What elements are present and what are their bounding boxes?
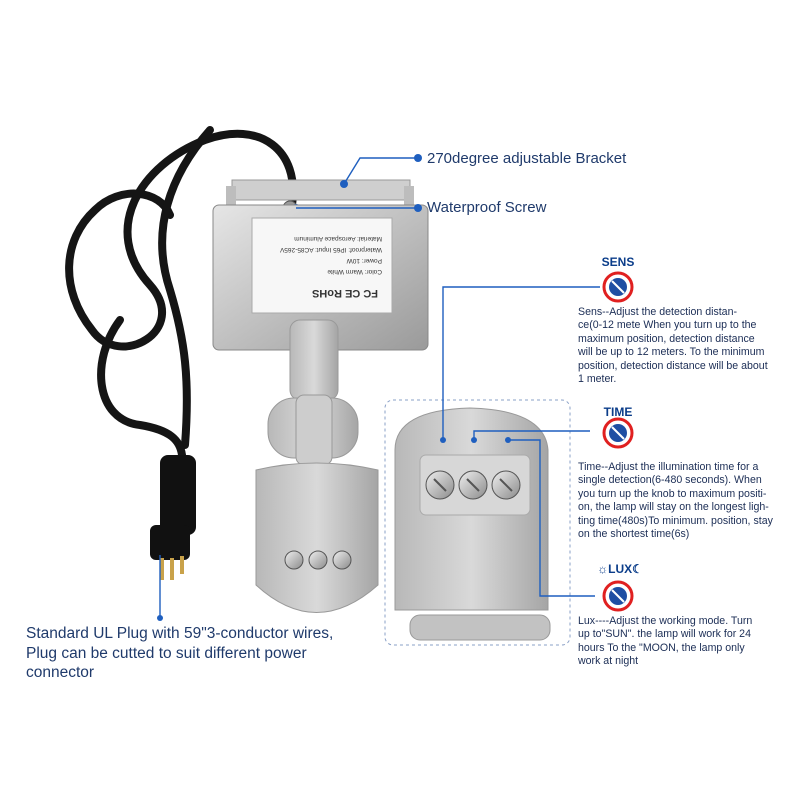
label-line-2: Power: 10W [346, 257, 382, 264]
label-marks: FC CE RoHS [312, 287, 378, 299]
plug-note: Standard UL Plug with 59"3-conductor wir… [26, 624, 333, 683]
lux-line-1: Lux----Adjust the working mode. Turn [578, 615, 753, 627]
time-knob-icon [602, 417, 634, 449]
time-line-6: on the shortest time(6s) [578, 528, 690, 541]
moon-icon: ☾ [632, 562, 643, 576]
ul-plug [150, 455, 196, 580]
time-line-5: ting time(480s)To minimum. position, sta… [578, 514, 773, 527]
small-motion-sensor [255, 462, 379, 613]
power-cable [65, 126, 298, 459]
sens-knob-icon [602, 271, 634, 303]
label-line-1: Color: Warm White [327, 268, 382, 275]
sens-line-3: maximum position, detection distance [578, 332, 755, 345]
sens-heading: SENS [601, 255, 635, 269]
plug-note-line-1: Standard UL Plug with 59"3-conductor wir… [26, 625, 334, 642]
lux-heading: ☼LUX☾ [596, 562, 644, 576]
lux-heading-text: LUX [608, 562, 633, 576]
plug-note-line-2: Plug can be cutted to suit different pow… [26, 644, 307, 662]
large-motion-sensor [394, 407, 551, 641]
sens-line-6: 1 meter. [578, 373, 617, 386]
label-line-4: Material: Aerospace Aluminum [294, 235, 382, 242]
time-heading: TIME [603, 405, 633, 419]
sens-line-5: position, detection distance will be abo… [578, 359, 768, 372]
sens-line-4: will be up to 12 meters. To the minimum [578, 346, 765, 359]
leader-dots [157, 154, 511, 621]
lux-line-2: up to"SUN". the lamp will work for 24 [578, 628, 751, 641]
swivel-arm [267, 319, 359, 466]
time-line-2: single detection(6-480 seconds). When [578, 474, 762, 487]
bracket-callout: 270degree adjustable Bracket [427, 150, 627, 167]
time-line-3: you turn up the knob to maximum positi- [578, 487, 767, 500]
time-description: Time--Adjust the illumination time for a… [578, 461, 783, 541]
label-line-3: Waterproof: IP65 Input: AC85-265V [279, 246, 382, 253]
sun-icon: ☼ [597, 562, 609, 576]
sens-line-2: ce(0-12 mete When you turn up to the [578, 319, 757, 332]
time-line-4: on, the lamp will stay on the longest li… [578, 501, 769, 514]
sens-line-1: Sens--Adjust the detection distan- [578, 306, 737, 318]
sens-description: Sens--Adjust the detection distan- ce(0-… [578, 306, 778, 386]
lux-description: Lux----Adjust the working mode. Turn up … [578, 615, 778, 669]
lux-line-4: work at night [578, 655, 639, 668]
lux-line-3: hours To the "MOON, the lamp only [578, 641, 745, 654]
time-line-1: Time--Adjust the illumination time for a [578, 461, 759, 473]
label-plate [251, 217, 393, 314]
zoom-frame [384, 399, 571, 646]
screw-callout: Waterproof Screw [427, 199, 547, 216]
lux-knob-icon [602, 580, 634, 612]
label-plate-text: FC CE RoHS Color: Warm White Power: 10W … [279, 235, 382, 299]
plug-note-line-3: connector [26, 664, 95, 681]
